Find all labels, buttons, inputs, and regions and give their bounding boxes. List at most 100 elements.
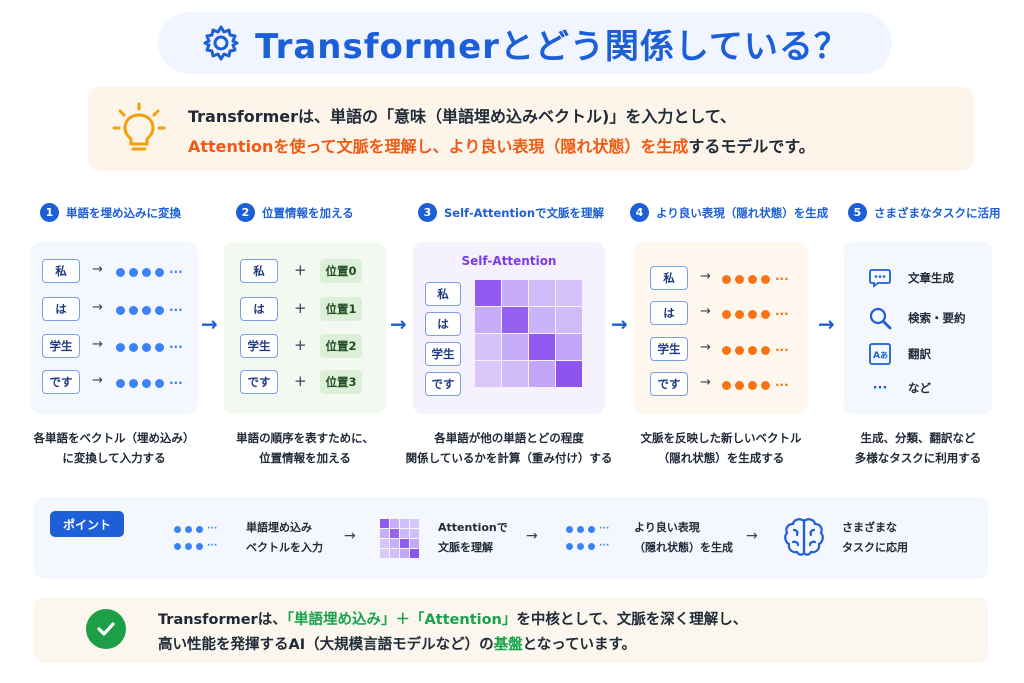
mini-vector-icon: ··· ··· (566, 524, 609, 551)
token-box: 私 (42, 259, 80, 283)
attention-cell (556, 334, 582, 360)
point-item-2: Attentionで文脈を理解 (438, 521, 508, 554)
title-banner: Transformerとどう関係している？ (158, 12, 892, 74)
arrow-icon: → (700, 340, 711, 355)
step-number: 3 (418, 203, 437, 222)
task-label: 翻訳 (908, 347, 931, 361)
attention-cell (529, 361, 555, 387)
intro-box: Transformerは、単語の「意味（単語埋め込みベクトル)」を入力として、 … (88, 87, 974, 171)
position-panel: 私 + 位置0 は + 位置1 学生 + 位置2 です + 位置3 (224, 242, 386, 414)
attention-cell (529, 334, 555, 360)
attention-cell (502, 307, 528, 333)
attention-cell (390, 539, 399, 548)
task-label: 文章生成 (908, 271, 954, 285)
point-item-1: 単語埋め込みベクトルを入力 (246, 521, 323, 554)
embedding-vector: ··· (116, 303, 183, 317)
arrow-icon: → (526, 528, 538, 544)
attention-cell (400, 549, 409, 558)
attention-cell (475, 361, 501, 387)
step-3-heading: 3 Self-Attentionで文脈を理解 (418, 203, 604, 222)
token-box: です (650, 372, 688, 396)
hidden-vector: ··· (722, 272, 789, 286)
self-attention-label: Self-Attention (461, 254, 557, 268)
arrow-icon: → (344, 528, 356, 544)
intro-line-2: Attentionを使って文脈を理解し、より良い表現（隠れ状態）を生成するモデル… (188, 133, 815, 157)
gear-icon (203, 25, 239, 61)
attention-cell (410, 519, 419, 528)
token-box: 私 (650, 266, 688, 290)
flow-arrow-icon: → (201, 312, 218, 336)
arrow-icon: → (746, 528, 758, 544)
position-box: 位置1 (320, 297, 362, 321)
step-title: 位置情報を加える (262, 205, 354, 220)
attention-cell (390, 529, 399, 538)
self-attention-panel: Self-Attention 私 は 学生 です (413, 242, 605, 414)
plus-icon: + (294, 336, 307, 354)
arrow-icon: → (700, 304, 711, 319)
conclusion-highlight: 基盤 (493, 637, 523, 653)
embedding-panel: 私 → ··· は → ··· 学生 → ··· です → ··· (30, 242, 198, 414)
task-item: 文章生成 (868, 266, 954, 290)
attention-cell (380, 519, 389, 528)
intro-highlight: Attentionを使って文脈を理解し、より良い表現（隠れ状態）を生成 (188, 137, 689, 156)
point-box: ポイント ··· ··· 単語埋め込みベクトルを入力 → Attentionで文… (34, 497, 988, 579)
point-item-4: さまざまなタスクに応用 (842, 521, 908, 554)
position-box: 位置0 (320, 259, 362, 283)
attention-cell (475, 280, 501, 306)
step-title: Self-Attentionで文脈を理解 (444, 205, 605, 220)
step-title: 単語を埋め込みに変換 (66, 205, 181, 220)
arrow-icon: → (700, 269, 711, 284)
step-3-caption: 各単語が他の単語とどの程度関係しているかを計算（重み付け）する (405, 431, 613, 465)
attention-cell (475, 307, 501, 333)
attention-cell (400, 539, 409, 548)
attention-cell (556, 307, 582, 333)
attention-cell (400, 529, 409, 538)
attention-cell (400, 519, 409, 528)
position-box: 位置2 (320, 334, 362, 358)
token-box: 私 (240, 259, 278, 283)
attention-cell (410, 529, 419, 538)
attention-cell (380, 529, 389, 538)
arrow-icon: → (700, 375, 711, 390)
point-item-3: より良い表現（隠れ状態）を生成 (634, 521, 733, 554)
arrow-icon: → (92, 337, 103, 352)
token-box: です (42, 370, 80, 394)
attention-cell (529, 280, 555, 306)
step-4-caption: 文脈を反映した新しいベクトル（隠れ状態）を生成する (640, 431, 802, 465)
hidden-vector: ··· (722, 378, 789, 392)
flow-arrow-icon: → (818, 312, 835, 336)
token-box: 学生 (42, 334, 80, 358)
attention-cell (380, 549, 389, 558)
attention-cell (502, 361, 528, 387)
attention-cell (502, 280, 528, 306)
chat-bubble-icon (868, 266, 892, 290)
step-number: 5 (848, 203, 867, 222)
step-title: さまざまなタスクに活用 (874, 205, 1001, 220)
conclusion-line-2: 高い性能を発揮するAI（大規模言語モデルなど）の基盤となっています。 (158, 637, 637, 653)
step-5-heading: 5 さまざまなタスクに活用 (848, 203, 1001, 222)
token-box: です (240, 370, 278, 394)
magnifier-icon (868, 306, 892, 330)
attention-cell (475, 334, 501, 360)
flow-arrow-icon: → (611, 312, 628, 336)
attention-cell (556, 361, 582, 387)
mini-heatmap-icon (380, 519, 419, 558)
token-box: は (240, 297, 278, 321)
arrow-icon: → (92, 262, 103, 277)
step-2-caption: 単語の順序を表すために、位置情報を加える (236, 431, 374, 465)
token-box: は (42, 297, 80, 321)
attention-cell (410, 549, 419, 558)
task-item: 検索・要約 (868, 306, 966, 330)
token-box: 学生 (425, 342, 461, 366)
arrow-icon: → (92, 373, 103, 388)
svg-text:あ: あ (880, 351, 888, 360)
token-box: は (650, 301, 688, 325)
hidden-vector: ··· (722, 307, 789, 321)
arrow-icon: → (92, 300, 103, 315)
attention-cell (380, 539, 389, 548)
step-1-caption: 各単語をベクトル（埋め込み）に変換して入力する (33, 431, 195, 465)
flow-arrow-icon: → (390, 312, 407, 336)
